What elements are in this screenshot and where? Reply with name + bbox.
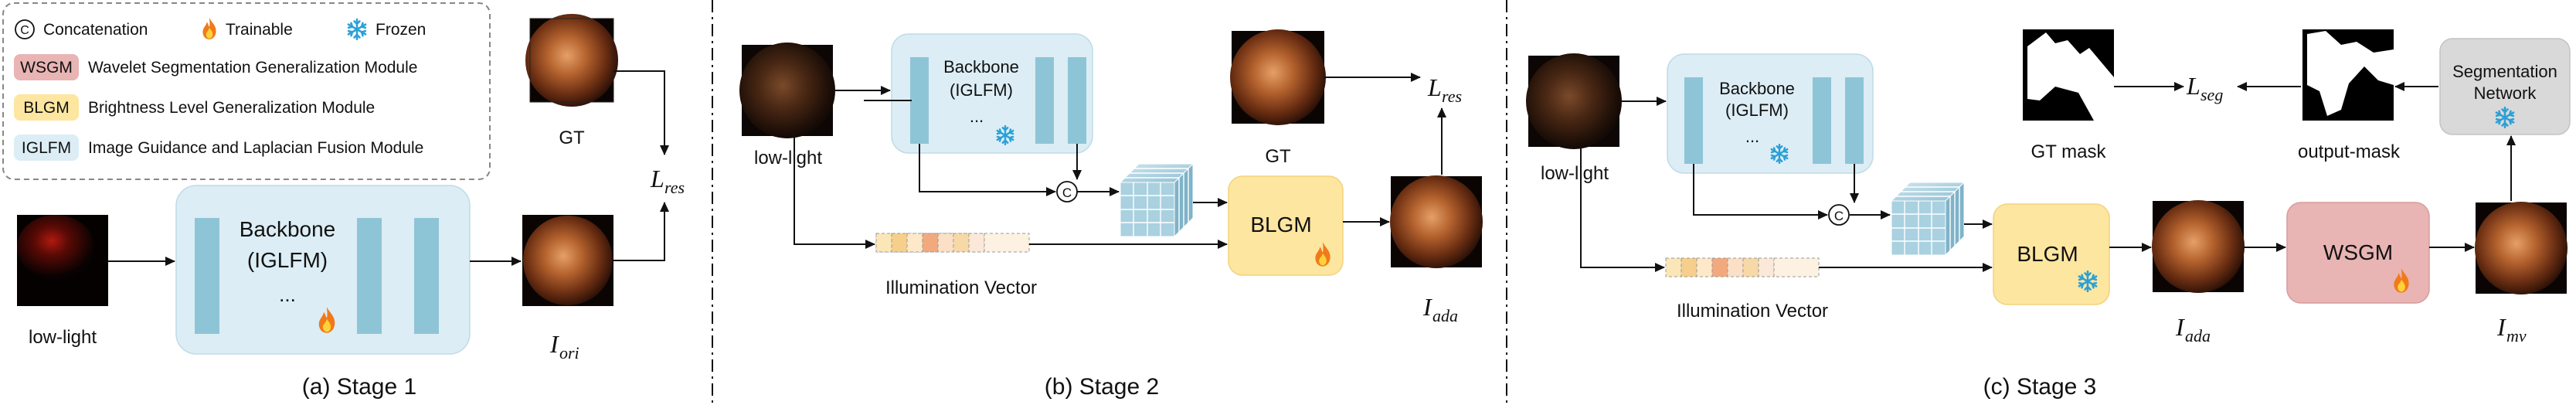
stage2-backbone: Backbone (IGLFM) ... — [891, 33, 1093, 154]
stage3-blgm-block: BLGM — [1993, 203, 2110, 305]
stage3-backbone-dots: ... — [1745, 127, 1759, 146]
stage3-lowlight-image — [1526, 53, 1622, 149]
snowflake-icon — [347, 19, 367, 40]
stage1-backbone-subtitle: (IGLFM) — [247, 248, 328, 272]
stage1-gt-label: GT — [559, 128, 585, 148]
stage3-illumination-vector — [1665, 257, 1820, 277]
stage3-ada-symbol: I — [2175, 313, 2185, 341]
stage2-gt-image — [1230, 29, 1326, 125]
stage1-arrows — [108, 70, 669, 266]
stage2-lowlight-image — [739, 43, 835, 138]
stage3-seg-title: Segmentation — [2452, 62, 2557, 81]
stage2-backbone-dots: ... — [970, 107, 984, 126]
stage3-input-label: low-light — [1541, 163, 1609, 184]
stage3-seg-subtitle: Network — [2474, 83, 2537, 103]
stage1-backbone-dots: ... — [279, 283, 296, 306]
legend-blgm-name: Brightness Level Generalization Module — [88, 99, 375, 117]
legend-blgm-abbr: BLGM — [23, 99, 70, 117]
legend-iglfm-swatch — [14, 134, 79, 161]
stage2-gt-label: GT — [1265, 146, 1291, 167]
stage3-backbone-subtitle: (IGLFM) — [1725, 100, 1789, 120]
stage2-panel: low-light Backbone (IGLFM) ... C — [739, 29, 1483, 400]
stage2-output-image — [1390, 175, 1483, 268]
stage2-input-label: low-light — [754, 148, 822, 168]
legend-box: C Concatenation Trainable Frozen WSGM Wa… — [2, 2, 491, 180]
legend-wsgm-abbr: WSGM — [20, 59, 73, 77]
stage3-segmentation-network: Segmentation Network — [2439, 38, 2571, 135]
concat-icon-letter: C — [20, 24, 29, 37]
flame-icon — [202, 18, 216, 39]
stage3-loss-subscript: seg — [2200, 85, 2223, 104]
stage3-backbone-title: Backbone — [1719, 79, 1795, 98]
stage1-loss-subscript: res — [664, 178, 685, 197]
stage3-blgm-label: BLGM — [2017, 242, 2078, 266]
stage1-output-subscript: ori — [559, 343, 579, 362]
stage3-panel: low-light Backbone (IGLFM) ... C — [1526, 29, 2571, 400]
stage3-loss-symbol: L — [2186, 72, 2200, 100]
stage3-illum-label: Illumination Vector — [1677, 301, 1828, 322]
stage3-caption: (c) Stage 3 — [1983, 374, 2097, 400]
stage1-backbone: Backbone (IGLFM) ... — [175, 185, 471, 355]
stage1-output-image — [522, 215, 613, 306]
stage2-feature-cube — [1119, 162, 1195, 238]
stage3-mv-symbol: I — [2496, 313, 2506, 341]
stage1-backbone-title: Backbone — [240, 217, 336, 241]
stage1-loss-symbol: L — [650, 165, 664, 192]
stage2-loss-symbol: L — [1427, 73, 1442, 101]
stage1-input-label: low-light — [29, 327, 97, 348]
stage1-caption: (a) Stage 1 — [302, 374, 416, 400]
stage2-loss-subscript: res — [1442, 87, 1462, 106]
stage2-output-subscript: ada — [1432, 306, 1458, 325]
stage1-gt-image — [525, 14, 618, 107]
stage2-blgm-label: BLGM — [1250, 213, 1311, 237]
stage3-wsgm-label: WSGM — [2323, 240, 2393, 264]
legend-wsgm-name: Wavelet Segmentation Generalization Modu… — [88, 59, 417, 77]
stage2-backbone-title: Backbone — [943, 57, 1019, 77]
legend-trainable-label: Trainable — [226, 21, 293, 39]
stage1-output-symbol: I — [549, 330, 559, 358]
stage2-blgm-block: BLGM — [1228, 175, 1344, 276]
stage2-illum-label: Illumination Vector — [885, 277, 1037, 298]
stage3-gt-mask-image — [2023, 29, 2114, 121]
concat-icon — [15, 19, 35, 39]
stage3-wsgm-block: WSGM — [2286, 202, 2430, 304]
stage3-output-mask-image — [2302, 29, 2394, 121]
stage3-gt-mask-label: GT mask — [2031, 141, 2107, 162]
stage3-ada-subscript: ada — [2185, 326, 2211, 345]
stage3-mv-image — [2475, 202, 2568, 294]
stage3-arrows — [1580, 82, 2516, 272]
legend-iglfm-name: Image Guidance and Laplacian Fusion Modu… — [88, 139, 423, 157]
stage3-output-mask-label: output-mask — [2298, 141, 2401, 162]
stage2-arrows — [794, 73, 1446, 249]
legend-frozen-label: Frozen — [376, 21, 426, 39]
stage3-ada-image — [2152, 200, 2245, 293]
legend-blgm-swatch — [14, 94, 79, 121]
stage2-output-symbol: I — [1422, 293, 1432, 321]
stage3-concat-letter: C — [1834, 209, 1844, 223]
stage2-backbone-subtitle: (IGLFM) — [950, 80, 1013, 100]
stage2-illumination-vector — [875, 233, 1030, 253]
stage2-caption: (b) Stage 2 — [1045, 374, 1159, 400]
legend-concat-label: Concatenation — [43, 21, 148, 39]
stage3-backbone: Backbone (IGLFM) ... — [1667, 53, 1874, 174]
legend-wsgm-swatch — [14, 54, 79, 80]
stage1-panel: C Concatenation Trainable Frozen WSGM Wa… — [2, 2, 685, 400]
stage2-concat-letter: C — [1062, 185, 1072, 200]
legend-iglfm-abbr: IGLFM — [22, 139, 71, 157]
stage3-feature-cube — [1890, 181, 1966, 257]
stage1-lowlight-image — [17, 215, 108, 306]
stage3-concat-icon — [1828, 204, 1850, 226]
stage3-mv-subscript: mv — [2506, 326, 2527, 345]
